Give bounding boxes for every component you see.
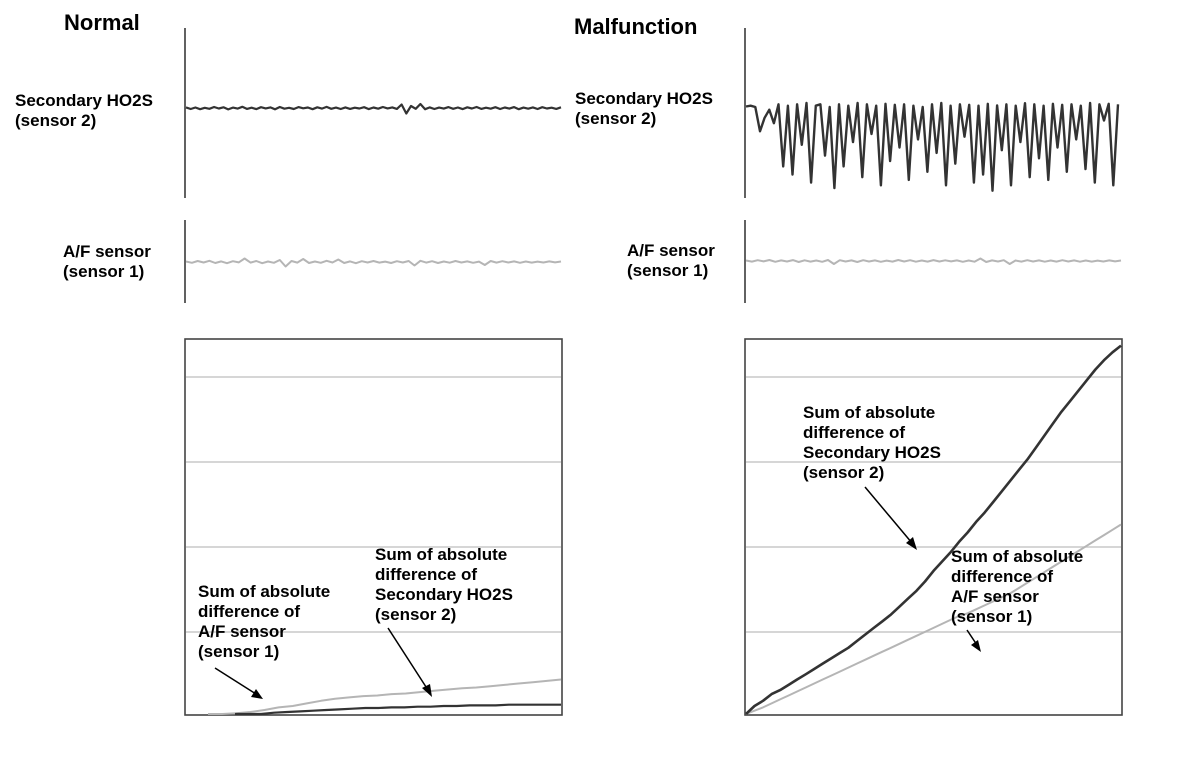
normal-sum-af-arrow — [214, 667, 257, 695]
normal-sum-af-line — [208, 678, 562, 715]
normal-ho2s-label: Secondary HO2S (sensor 2) — [15, 91, 158, 130]
normal-sum-ho2s-arrowhead — [422, 684, 432, 697]
normal-sum-ho2s-label: Sum of absolute difference of Secondary … — [375, 545, 518, 624]
malfunction-af-signal — [745, 257, 1122, 265]
normal-af-label: A/F sensor (sensor 1) — [63, 242, 156, 281]
malfunction-ho2s-label: Secondary HO2S (sensor 2) — [575, 89, 718, 128]
malfunction-sum-chart-frame — [744, 338, 1123, 716]
malfunction-sum-ho2s-label: Sum of absolute difference of Secondary … — [803, 403, 946, 482]
malfunction-sum-af-arrowhead — [971, 640, 981, 652]
malfunction-sum-ho2s-arrowhead — [906, 537, 917, 550]
normal-sum-ho2s-line — [235, 703, 561, 716]
malfunction-af-label: A/F sensor (sensor 1) — [627, 241, 720, 280]
normal-sum-af-label: Sum of absolute difference of A/F sensor… — [198, 582, 335, 661]
malfunction-ho2s-signal — [745, 101, 1120, 192]
malfunction-sum-ho2s-line — [745, 344, 1122, 715]
malfunction-sum-ho2s-arrow — [864, 486, 913, 544]
malfunction-sum-af-label: Sum of absolute difference of A/F sensor… — [951, 547, 1088, 626]
normal-sum-chart-frame — [184, 338, 563, 716]
normal-af-signal — [185, 257, 562, 268]
normal-ho2s-signal — [185, 102, 562, 115]
normal-sum-af-arrowhead — [251, 689, 263, 699]
normal-title: Normal — [64, 10, 140, 35]
malfunction-sum-af-line — [745, 523, 1122, 715]
normal-sum-ho2s-arrow — [387, 627, 429, 691]
malfunction-title: Malfunction — [574, 14, 697, 39]
